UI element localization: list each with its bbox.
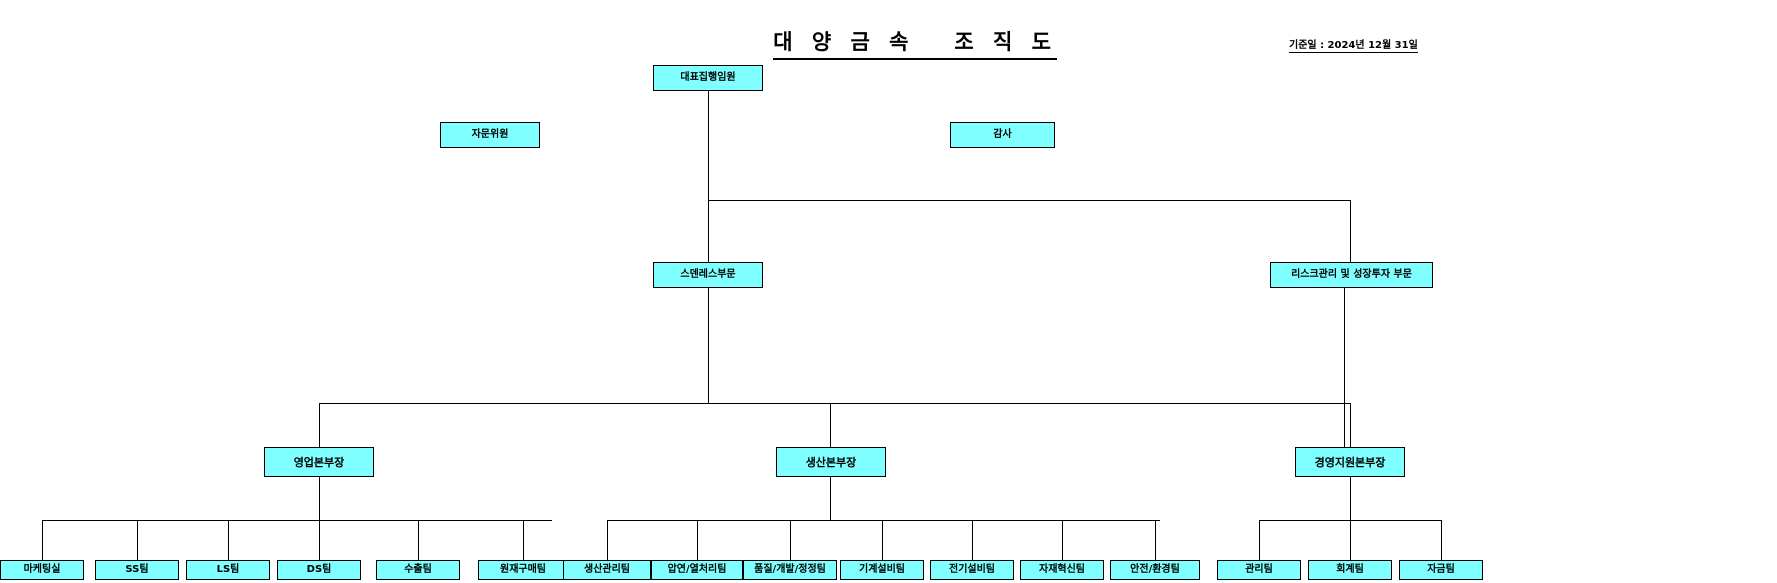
connector-sales-team-drop-1 bbox=[42, 520, 43, 560]
node-team-sales-1-label: 마케팅실 bbox=[23, 564, 61, 575]
node-team-management-3[interactable]: 자금팀 bbox=[1399, 560, 1483, 580]
connector-sales-team-drop-5 bbox=[418, 520, 419, 560]
connector-sales-stem bbox=[319, 477, 320, 521]
node-team-management-3-label: 자금팀 bbox=[1427, 564, 1455, 575]
node-team-sales-3[interactable]: LS팀 bbox=[186, 560, 270, 580]
node-team-production-5-label: 전기설비팀 bbox=[949, 564, 995, 575]
node-ceo[interactable]: 대표집행임원 bbox=[653, 65, 763, 91]
connector-production-team-drop-1 bbox=[607, 520, 608, 560]
connector-management-team-drop-2 bbox=[1350, 520, 1351, 560]
node-team-management-1[interactable]: 관리팀 bbox=[1217, 560, 1301, 580]
connector-production-team-drop-5 bbox=[972, 520, 973, 560]
connector-sales-team-drop-3 bbox=[228, 520, 229, 560]
node-division-risk-label: 리스크관리 및 성장투자 부문 bbox=[1291, 269, 1412, 280]
connector-stainless-to-bus bbox=[708, 288, 709, 404]
node-division-risk[interactable]: 리스크관리 및 성장투자 부문 bbox=[1270, 262, 1433, 288]
connector-production-head-drop bbox=[830, 403, 831, 447]
connector-ceo-vertical bbox=[708, 91, 709, 201]
node-team-sales-2-label: SS팀 bbox=[125, 564, 149, 575]
node-team-management-2[interactable]: 회계팀 bbox=[1308, 560, 1392, 580]
connector-management-head-drop bbox=[1350, 403, 1351, 447]
node-team-production-6-label: 자재혁신팀 bbox=[1039, 564, 1085, 575]
connector-management-team-drop-1 bbox=[1259, 520, 1260, 560]
connector-production-team-drop-6 bbox=[1062, 520, 1063, 560]
node-team-production-3[interactable]: 품질/개발/정정팀 bbox=[743, 560, 837, 580]
connector-risk-drop bbox=[1350, 200, 1351, 262]
node-advisor[interactable]: 자문위원 bbox=[440, 122, 540, 148]
connector-production-team-drop-4 bbox=[882, 520, 883, 560]
connector-stainless-drop bbox=[708, 200, 709, 262]
node-advisor-label: 자문위원 bbox=[471, 129, 509, 140]
node-team-production-4[interactable]: 기계설비팀 bbox=[840, 560, 924, 580]
page-title: 대 양 금 속 조 직 도 bbox=[0, 2, 1777, 84]
node-team-production-4-label: 기계설비팀 bbox=[859, 564, 905, 575]
connector-production-team-drop-2 bbox=[697, 520, 698, 560]
node-team-production-1[interactable]: 생산관리팀 bbox=[563, 560, 651, 580]
node-team-sales-2[interactable]: SS팀 bbox=[95, 560, 179, 580]
node-team-production-2[interactable]: 압연/열처리팀 bbox=[651, 560, 743, 580]
node-team-production-1-label: 생산관리팀 bbox=[584, 564, 630, 575]
node-team-production-6[interactable]: 자재혁신팀 bbox=[1020, 560, 1104, 580]
node-team-sales-4[interactable]: DS팀 bbox=[277, 560, 361, 580]
node-head-management[interactable]: 경영지원본부장 bbox=[1295, 447, 1405, 477]
connector-production-team-drop-7 bbox=[1155, 520, 1156, 560]
connector-sales-team-bus bbox=[42, 520, 552, 521]
node-team-sales-4-label: DS팀 bbox=[306, 564, 332, 575]
node-team-production-7[interactable]: 안전/환경팀 bbox=[1110, 560, 1200, 580]
node-team-management-1-label: 관리팀 bbox=[1245, 564, 1273, 575]
node-ceo-label: 대표집행임원 bbox=[680, 72, 736, 83]
connector-sales-team-drop-2 bbox=[137, 520, 138, 560]
page-title-text: 대 양 금 속 조 직 도 bbox=[773, 26, 1057, 60]
node-division-stainless[interactable]: 스덴레스부문 bbox=[653, 262, 763, 288]
node-team-sales-6[interactable]: 원재구매팀 bbox=[478, 560, 568, 580]
node-head-production[interactable]: 생산본부장 bbox=[776, 447, 886, 477]
node-head-production-label: 생산본부장 bbox=[805, 455, 857, 469]
connector-level2-bus bbox=[708, 200, 1351, 201]
connector-production-stem bbox=[830, 477, 831, 521]
node-team-production-5[interactable]: 전기설비팀 bbox=[930, 560, 1014, 580]
connector-production-team-bus bbox=[607, 520, 1160, 521]
node-head-sales[interactable]: 영업본부장 bbox=[264, 447, 374, 477]
connector-management-team-drop-3 bbox=[1441, 520, 1442, 560]
connector-level3-bus bbox=[319, 403, 1351, 404]
node-team-sales-3-label: LS팀 bbox=[216, 564, 240, 575]
node-auditor[interactable]: 감사 bbox=[950, 122, 1055, 148]
node-team-sales-1[interactable]: 마케팅실 bbox=[0, 560, 84, 580]
node-team-sales-6-label: 원재구매팀 bbox=[500, 564, 546, 575]
connector-management-stem bbox=[1350, 477, 1351, 521]
node-team-sales-5-label: 수출팀 bbox=[404, 564, 432, 575]
reference-date: 기준일 : 2024년 12월 31일 bbox=[1289, 36, 1418, 53]
connector-risk-to-bus bbox=[1344, 288, 1345, 447]
connector-sales-team-drop-4 bbox=[319, 520, 320, 560]
node-head-management-label: 경영지원본부장 bbox=[1314, 455, 1386, 469]
node-team-sales-5[interactable]: 수출팀 bbox=[376, 560, 460, 580]
connector-production-team-drop-3 bbox=[790, 520, 791, 560]
node-auditor-label: 감사 bbox=[993, 129, 1012, 140]
node-division-stainless-label: 스덴레스부문 bbox=[680, 269, 736, 280]
connector-sales-team-drop-6 bbox=[523, 520, 524, 560]
node-team-production-3-label: 품질/개발/정정팀 bbox=[754, 564, 826, 575]
node-team-production-7-label: 안전/환경팀 bbox=[1130, 564, 1180, 575]
node-team-management-2-label: 회계팀 bbox=[1336, 564, 1364, 575]
connector-sales-head-drop bbox=[319, 403, 320, 447]
node-head-sales-label: 영업본부장 bbox=[293, 455, 345, 469]
node-team-production-2-label: 압연/열처리팀 bbox=[667, 564, 727, 575]
